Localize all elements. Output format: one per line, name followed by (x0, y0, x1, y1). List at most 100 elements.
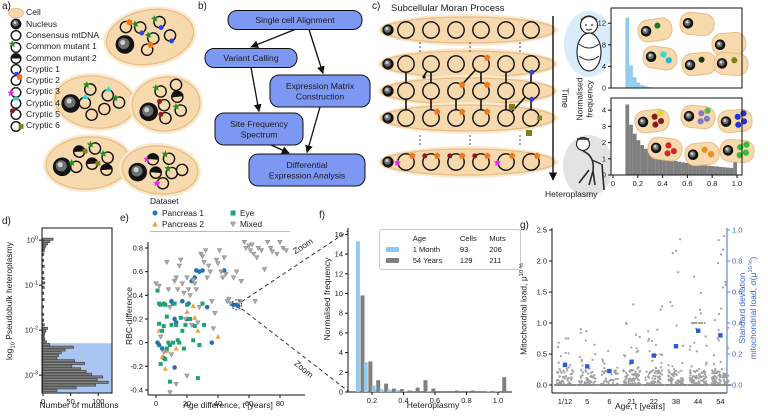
svg-text:Time: Time (560, 88, 570, 108)
svg-text:1.0: 1.0 (732, 179, 742, 188)
legend-item-eye: Eye (228, 207, 290, 218)
svg-text:0.6: 0.6 (732, 288, 742, 297)
svg-text:0: 0 (602, 171, 606, 180)
svg-text:10-1: 10-1 (25, 281, 38, 290)
elderly-icon (563, 135, 613, 197)
legend-item-nucleus: Nucleus (8, 18, 99, 30)
svg-text:1: 1 (602, 154, 606, 163)
svg-text:10: 10 (335, 289, 343, 298)
legend-item-cm1: Common mutant 1 (8, 39, 99, 53)
svg-text:Spectrum: Spectrum (241, 129, 278, 139)
g-left-y-axis-label: Mitochondrial load, μ10 % (518, 263, 529, 355)
svg-text:0.0: 0.0 (732, 381, 742, 390)
legend-item-label: Consensus mtDNA (26, 29, 100, 40)
panel-g-label: g) (520, 220, 529, 231)
svg-text:0.8: 0.8 (133, 244, 143, 253)
legend-item-consensus: Consensus mtDNA (8, 29, 100, 42)
f-legend-col-age: Age (412, 234, 427, 243)
svg-text:10-3: 10-3 (25, 371, 38, 380)
svg-text:3: 3 (602, 122, 606, 131)
panel-a-cells (43, 6, 203, 198)
svg-text:2.0: 2.0 (537, 257, 547, 266)
panel-a-label: a) (2, 1, 11, 12)
panel-d-label: d) (2, 216, 11, 227)
e-y-axis-label: RBC-difference (124, 287, 135, 345)
cell-icon (8, 7, 26, 19)
svg-text:38: 38 (672, 397, 680, 406)
legend-item-label: Cell (26, 7, 41, 18)
legend-item-mixed: Mixed (228, 218, 290, 229)
legend-item-c2: Cryptic 2 (8, 73, 99, 87)
c2-icon (8, 73, 26, 87)
svg-text:16: 16 (335, 230, 343, 239)
svg-text:0.2: 0.2 (133, 314, 143, 323)
svg-text:1.0: 1.0 (493, 396, 503, 405)
svg-text:1/12: 1/12 (558, 397, 573, 406)
svg-text:0.6: 0.6 (430, 396, 440, 405)
svg-text:1.0: 1.0 (537, 319, 547, 328)
f-legend-col-cells: Cells (459, 234, 477, 243)
g-x-axis-label: Age, t [years] (614, 401, 666, 411)
svg-text:0: 0 (139, 338, 143, 347)
svg-text:0.2: 0.2 (633, 179, 643, 188)
d-x-axis-label: Number of mutations (39, 400, 119, 410)
dataset-legend: Dataset Pancreas 1 Eye Pancreas 2 Mixed (150, 196, 290, 233)
f-y-axis-label: Normalised frequency (322, 257, 333, 341)
svg-text:44: 44 (694, 397, 702, 406)
legend-item-label: Cryptic 6 (26, 120, 60, 131)
c6-icon (8, 120, 26, 132)
consensus-icon (8, 29, 26, 42)
svg-text:5: 5 (585, 397, 589, 406)
legend-item-c6: Cryptic 6 (8, 120, 99, 132)
svg-text:Expression Matrix: Expression Matrix (286, 81, 355, 91)
svg-text:0: 0 (339, 388, 343, 397)
svg-text:Single cell Alignment: Single cell Alignment (255, 15, 335, 25)
svg-text:80: 80 (276, 399, 284, 408)
pancreas2-marker-icon (150, 219, 162, 228)
svg-text:Construction: Construction (296, 91, 344, 101)
legend-item-c1: Cryptic 1 (8, 63, 99, 77)
svg-text:54: 54 (716, 397, 724, 406)
legend-item-label: Cryptic 2 (26, 75, 60, 86)
blue-swatch-icon (386, 247, 399, 252)
svg-text:0.6: 0.6 (133, 267, 143, 276)
legend-item-label: Cryptic 1 (26, 63, 60, 74)
panel-c-moran: Time (378, 11, 614, 197)
mixed-marker-icon (228, 219, 240, 228)
legend-item-c3: Cryptic 3 (7, 86, 99, 98)
legend-item-c5: Cryptic 5 (8, 108, 99, 121)
svg-text:0.8: 0.8 (461, 396, 471, 405)
legend-item-label: Cryptic 5 (26, 109, 60, 120)
svg-text:Expression Analysis: Expression Analysis (269, 170, 345, 180)
f-legend-row-54years: 54 Years 129 211 (384, 255, 516, 266)
legend-item-cell: Cell (8, 7, 99, 18)
svg-text:1.0: 1.0 (732, 226, 742, 235)
svg-text:0.2: 0.2 (367, 396, 377, 405)
svg-text:10-2: 10-2 (25, 326, 38, 335)
svg-text:12: 12 (598, 19, 606, 28)
c-hist-x-axis-label: Heteroplasmy (545, 189, 598, 199)
svg-text:8: 8 (602, 40, 606, 49)
panel-f-label: f) (319, 210, 326, 221)
panel-e-label: e) (120, 213, 129, 224)
svg-text:0.4: 0.4 (732, 319, 742, 328)
svg-text:14: 14 (335, 250, 343, 259)
legend-item-label: Cryptic 3 (26, 86, 60, 97)
dataset-legend-title: Dataset (150, 196, 179, 206)
legend-item-cm2: Common mutant 2 (8, 52, 99, 64)
svg-text:100: 100 (27, 236, 38, 245)
cm2-icon (8, 52, 26, 64)
panel-g-strip: 0.00.51.01.52.02.50.00.20.40.60.81.01/12… (537, 226, 743, 407)
svg-text:Variant Calling: Variant Calling (223, 53, 278, 63)
zoom-connectors (241, 230, 349, 392)
legend-item-pancreas2: Pancreas 2 (150, 218, 228, 229)
svg-text:6: 6 (607, 397, 611, 406)
d-y-axis-label: log10 Pseudobulk heteroplasmy (3, 242, 17, 360)
svg-text:0.0: 0.0 (537, 381, 547, 390)
f-legend-col-muts: Muts (489, 234, 506, 243)
svg-text:0: 0 (611, 179, 615, 188)
c3-icon (7, 86, 26, 98)
